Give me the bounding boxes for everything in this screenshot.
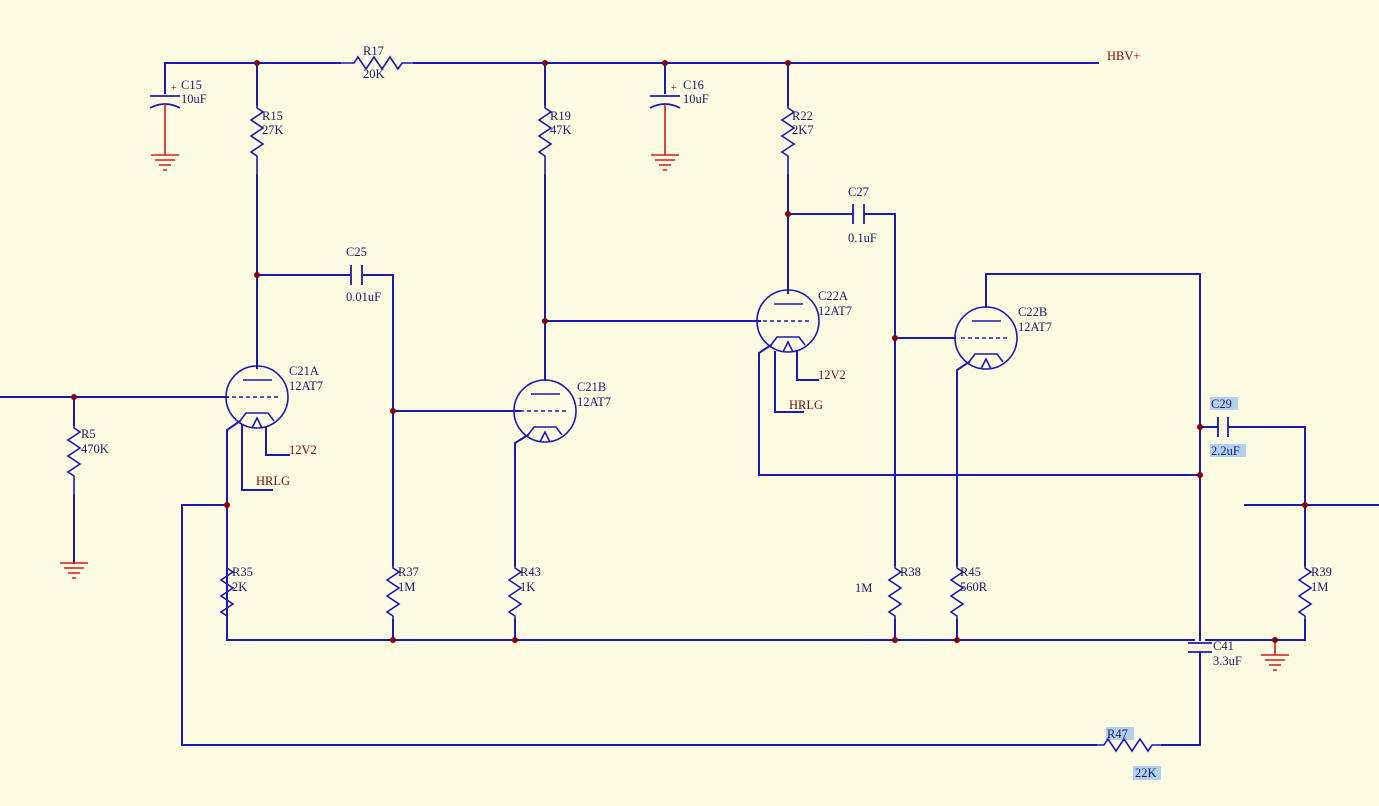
c16-value: 10uF: [683, 92, 709, 106]
c22b-value: 12AT7: [1018, 320, 1052, 334]
r38-resistor: [887, 337, 903, 641]
r39-ref: R39: [1311, 565, 1332, 579]
r35-resistor: [219, 565, 235, 620]
c41-capacitor: [1161, 642, 1212, 746]
r45-ref: R45: [960, 565, 981, 579]
c25-value: 0.01uF: [346, 290, 381, 304]
c25-ref: C25: [346, 245, 367, 259]
r5-ref: R5: [81, 427, 96, 441]
r45-resistor: [949, 565, 965, 641]
c22a-heater-label: 12V2: [818, 368, 846, 382]
c15-ref: C15: [181, 78, 202, 92]
r37-value: 1M: [398, 580, 415, 594]
r37-ref: R37: [398, 565, 419, 579]
c21a-tube: [225, 365, 290, 641]
r22-value: 2K7: [792, 123, 814, 137]
r43-value: 1K: [520, 580, 535, 594]
c22b-tube: [954, 273, 1201, 641]
r22-resistor: [780, 62, 956, 339]
r19-ref: R19: [550, 109, 571, 123]
input-r5: [0, 396, 229, 579]
c16-ref: C16: [683, 78, 704, 92]
ground-rail: [226, 619, 1306, 671]
c21b-value: 12AT7: [577, 395, 611, 409]
r45-value: 560R: [960, 580, 988, 594]
r43-ref: R43: [520, 565, 541, 579]
c29-capacitor: [1199, 417, 1379, 566]
r22-ref: R22: [792, 109, 813, 123]
junction-dots: [71, 60, 1308, 643]
c21a-heater-rlg-label: HRLG: [256, 474, 290, 488]
hbv-rail: [164, 55, 1099, 71]
c22a-value: 12AT7: [818, 304, 852, 318]
r17-ref: R17: [363, 44, 384, 58]
c21a-ref: C21A: [289, 364, 319, 378]
c29-value: 2.2uF: [1211, 444, 1240, 458]
c27-value: 0.1uF: [848, 231, 877, 245]
r15-resistor: [249, 62, 394, 399]
r39-resistor: [1297, 565, 1313, 620]
r15-ref: R15: [262, 109, 283, 123]
c21a-value: 12AT7: [289, 379, 323, 393]
r47-feedback: [181, 504, 1162, 753]
c41-value: 3.3uF: [1213, 654, 1242, 668]
net-label-hbv: HBV+: [1107, 49, 1140, 63]
highlight-r47-value: [1133, 766, 1161, 780]
r38-ref: R38: [900, 565, 921, 579]
c21b-tube: [392, 379, 577, 566]
r43-resistor: [507, 565, 523, 641]
r19-resistor: [537, 62, 761, 381]
c22a-heater-rlg-label: HRLG: [789, 398, 823, 412]
r47-ref: R47: [1107, 727, 1128, 741]
r17-symbol: [340, 55, 414, 71]
r39-value: 1M: [1311, 580, 1328, 594]
c21a-heater-label: 12V2: [289, 443, 317, 457]
c15-value: 10uF: [181, 92, 207, 106]
c22b-ref: C22B: [1018, 305, 1047, 319]
highlight-c29-ref: [1210, 397, 1238, 410]
r35-value: 2K: [232, 580, 247, 594]
highlight-r47-ref: [1106, 727, 1134, 740]
r35-ref: R35: [232, 565, 253, 579]
c22a-tube: [756, 289, 1201, 476]
c15-polarity: +: [171, 83, 177, 94]
r15-value: 27K: [262, 123, 284, 137]
r37-resistor: [385, 397, 401, 641]
c22a-ref: C22A: [818, 289, 848, 303]
c27-ref: C27: [848, 185, 869, 199]
r47-value: 22K: [1135, 766, 1157, 780]
c16-capacitor: [649, 62, 681, 171]
highlight-c29-value: [1210, 444, 1246, 457]
c41-ref: C41: [1213, 639, 1234, 653]
c15-capacitor: [149, 62, 181, 171]
r5-value: 470K: [81, 442, 109, 456]
c29-ref: C29: [1211, 397, 1232, 411]
r19-value: 47K: [550, 123, 572, 137]
r17-value: 20K: [363, 67, 385, 81]
c16-polarity: +: [671, 83, 677, 94]
r38-value: 1M: [855, 581, 872, 595]
c21b-ref: C21B: [577, 380, 606, 394]
